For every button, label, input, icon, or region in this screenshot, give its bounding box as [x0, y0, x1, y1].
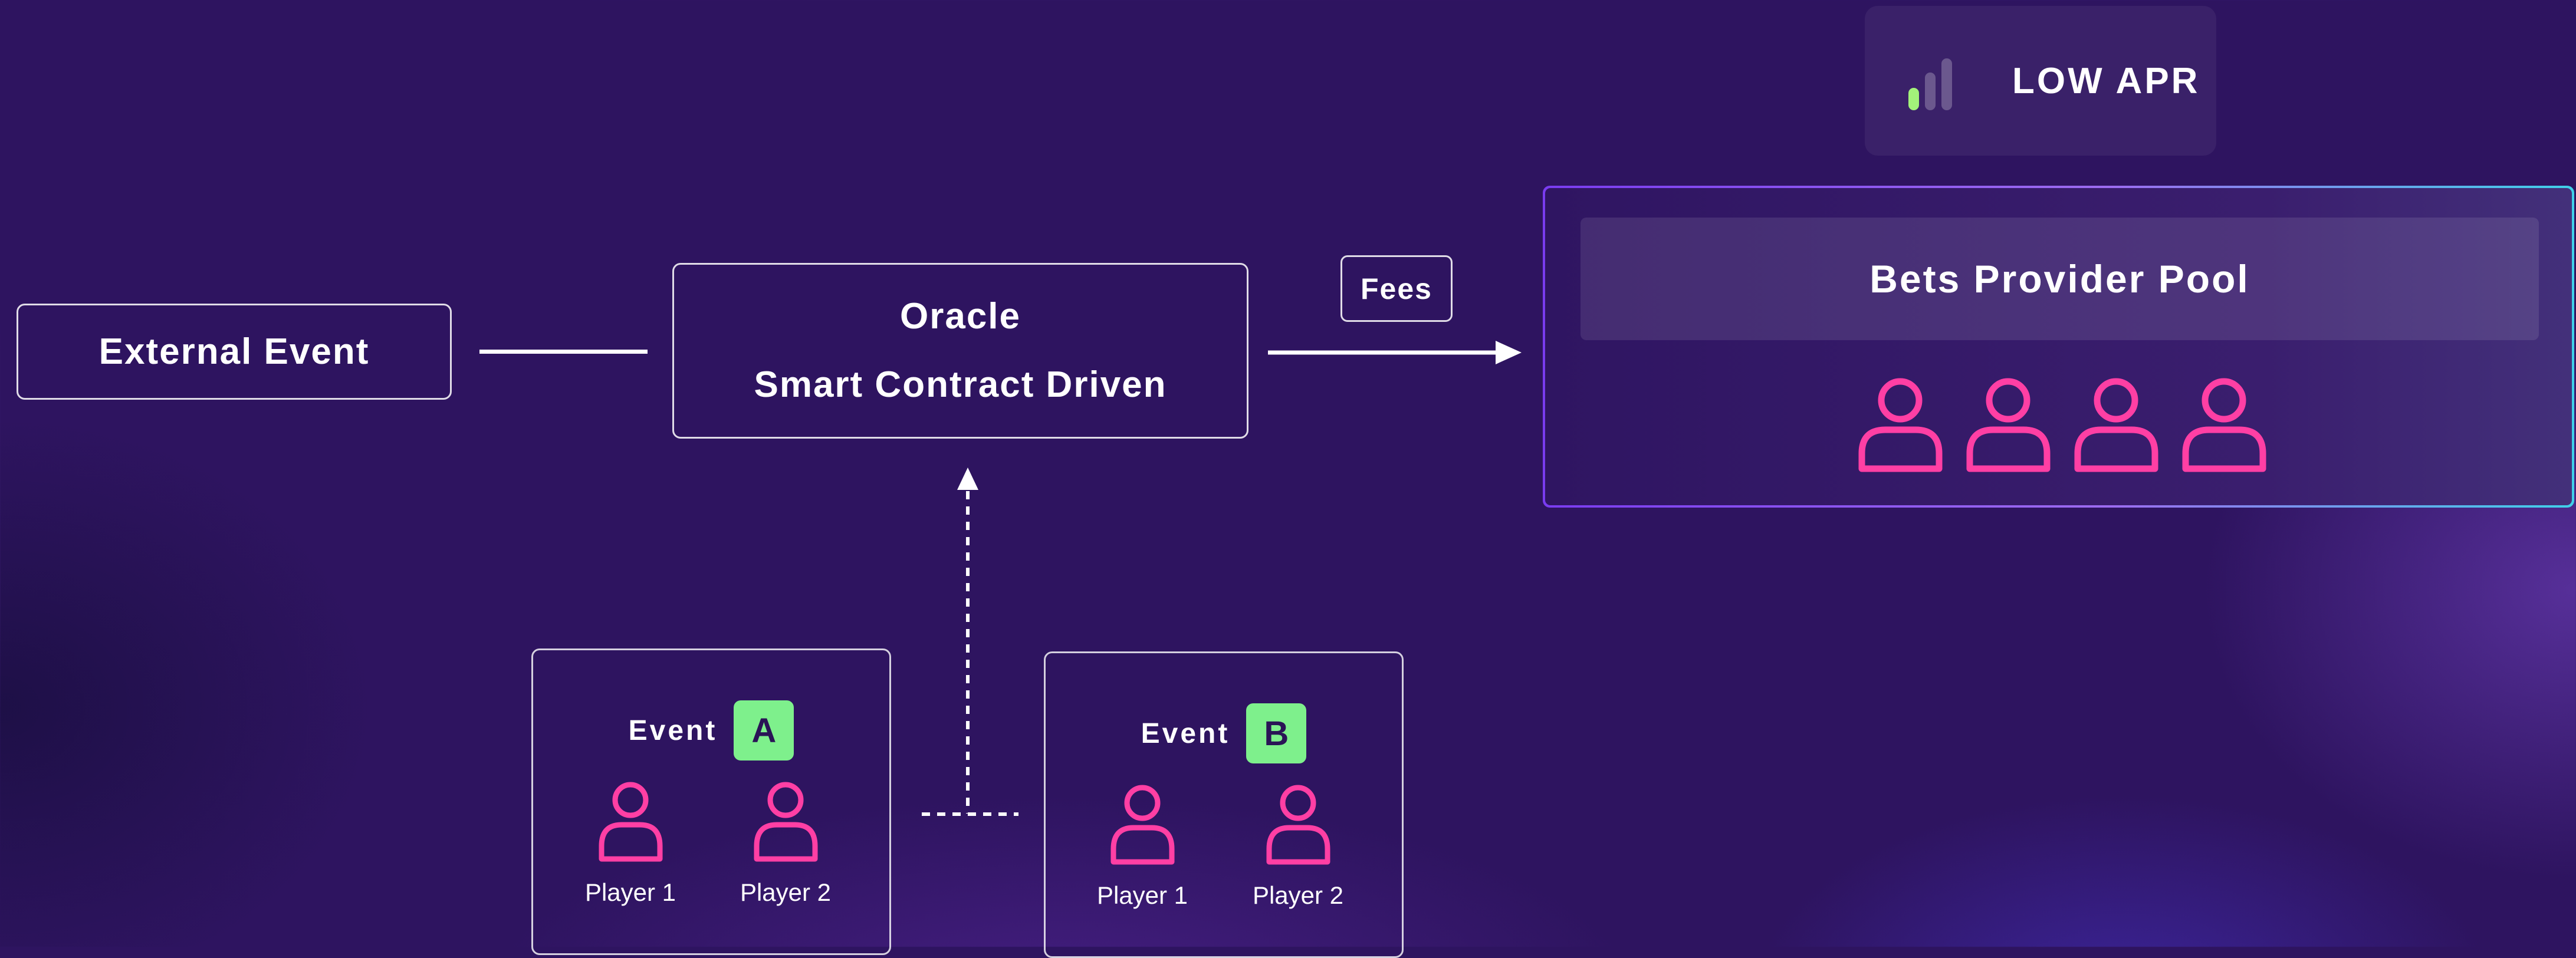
player-icon [1266, 785, 1330, 865]
external-event-box: External Event [17, 304, 452, 400]
oracle-box: Oracle Smart Contract Driven [672, 263, 1248, 439]
event-badge: B [1246, 703, 1307, 763]
event-label: Event [1141, 717, 1230, 749]
player-icon [599, 782, 662, 862]
player-icon [1110, 785, 1174, 865]
event-card-a: Event A Player 1 Player 2 [531, 648, 891, 955]
player-name: Player 2 [740, 878, 832, 906]
event-title: Event B [1046, 703, 1402, 763]
apr-label: LOW APR [2012, 60, 2200, 101]
pool-title: Bets Provider Pool [1869, 257, 2250, 301]
fees-arrow [1268, 341, 1522, 364]
user-icon [1966, 378, 2051, 472]
player-icon [754, 782, 817, 862]
player-1: Player 1 [566, 780, 695, 907]
player-1: Player 1 [1077, 783, 1207, 910]
apr-indicator: LOW APR [1865, 6, 2216, 156]
connector-line [479, 350, 648, 354]
event-title: Event A [533, 700, 889, 761]
player-2: Player 2 [1233, 783, 1363, 910]
bets-provider-pool: Bets Provider Pool [1543, 186, 2574, 508]
signal-bars-icon [1908, 58, 1952, 110]
oracle-subtitle: Smart Contract Driven [754, 364, 1167, 405]
events-to-oracle-connector [922, 468, 1018, 816]
player-name: Player 1 [584, 878, 676, 906]
pool-header: Bets Provider Pool [1581, 218, 2539, 340]
pool-users [1855, 376, 2270, 473]
fees-label: Fees [1361, 272, 1432, 305]
fees-badge: Fees [1340, 255, 1453, 322]
user-icon [2182, 378, 2266, 472]
event-label: Event [628, 715, 718, 746]
user-icon [2074, 378, 2158, 472]
player-name: Player 2 [1252, 881, 1344, 909]
player-2: Player 2 [721, 780, 850, 907]
oracle-title: Oracle [899, 296, 1021, 337]
user-icon [1858, 378, 1943, 472]
event-card-b: Event B Player 1 Player 2 [1044, 651, 1404, 958]
external-event-label: External Event [98, 331, 370, 372]
event-badge: A [734, 700, 794, 761]
player-name: Player 1 [1096, 881, 1188, 909]
